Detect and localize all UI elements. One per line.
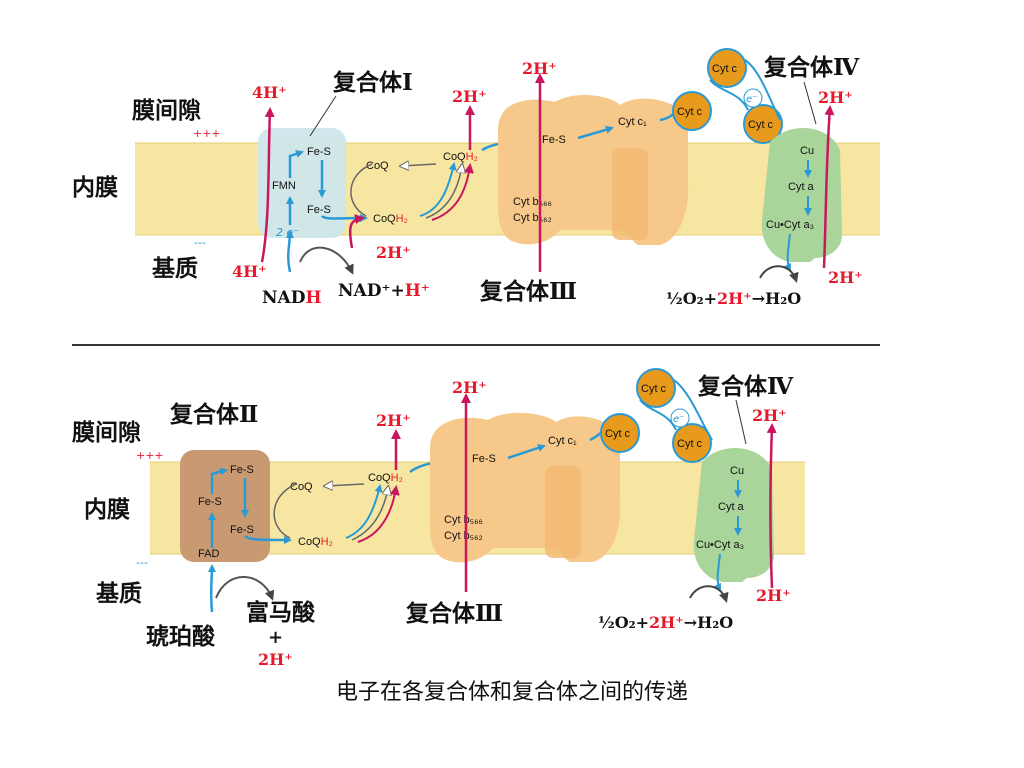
- cytc-2: Cyt c: [677, 106, 703, 118]
- c2-coqh2: CoQH₂: [298, 536, 333, 548]
- c1-fes-1: Fe-S: [307, 146, 331, 158]
- c1-coq: CoQ: [366, 160, 389, 172]
- cytc-circle-4: [636, 368, 676, 408]
- minus-charge-1: ---: [194, 236, 206, 249]
- cytc-4: Cyt c: [641, 383, 667, 395]
- c1-fes-2: Fe-S: [307, 204, 331, 216]
- c1-coqh2-top: CoQH₂: [443, 151, 478, 163]
- c2-fes-1: Fe-S: [230, 464, 254, 476]
- cytc-circle-1: [707, 48, 747, 88]
- c2-coq: CoQ: [290, 481, 313, 493]
- succinate-label: 琥珀酸: [146, 623, 216, 650]
- c2-fad: FAD: [198, 548, 219, 560]
- matrix-label-1: 基质: [152, 255, 198, 282]
- e-minus-1: e⁻: [746, 94, 757, 105]
- c2-2h-coq: 2H⁺: [376, 411, 411, 430]
- plus-charge-2: +++: [136, 449, 164, 462]
- im-label-2: 内膜: [84, 496, 130, 523]
- complex-1-label: 复合体Ⅰ: [332, 69, 413, 96]
- fumarate-label: 富马酸: [246, 599, 316, 626]
- cytc-6: Cyt c: [677, 438, 703, 450]
- c3-b562: Cyt b₅₆₂: [513, 212, 552, 224]
- c2-fes-2: Fe-S: [198, 496, 222, 508]
- c1-fmn: FMN: [272, 180, 296, 192]
- e-minus-2: e⁻: [673, 414, 684, 425]
- plus-charge-1: +++: [193, 127, 221, 140]
- water-eq-1: ½O₂+2H⁺→H₂O: [666, 289, 801, 308]
- c3-b562-2: Cyt b₅₆₂: [444, 530, 483, 542]
- complex-4-label: 复合体Ⅳ: [763, 54, 860, 81]
- coq-2h-in: 2H⁺: [376, 243, 411, 262]
- ims-label-1: 膜间隙: [132, 97, 201, 124]
- complex-2-label: 复合体Ⅱ: [169, 401, 258, 428]
- c4-cu: Cu: [800, 145, 814, 157]
- fumarate-plus: +: [268, 627, 283, 648]
- c3-cytc1: Cyt c₁: [618, 116, 647, 128]
- cytc-3: Cyt c: [748, 119, 774, 131]
- im-label-1: 内膜: [72, 174, 118, 201]
- complex-4-shape-2: [693, 448, 774, 582]
- water-eq-2: ½O₂+2H⁺→H₂O: [598, 613, 733, 632]
- matrix-label-2: 基质: [96, 580, 142, 607]
- c1-4h-bottom: 4H⁺: [232, 262, 267, 281]
- c3-fes-2: Fe-S: [472, 453, 496, 465]
- c4-2h-top: 2H⁺: [818, 88, 853, 107]
- minus-charge-2: ---: [136, 556, 148, 569]
- c1-2e: 2 e⁻: [276, 226, 299, 239]
- complex-4-label-2: 复合体Ⅳ: [697, 373, 794, 400]
- c4-cyta: Cyt a: [788, 181, 815, 193]
- cytc-5: Cyt c: [605, 428, 631, 440]
- c4-2h-bottom-2: 2H⁺: [756, 586, 791, 605]
- c1-2h-out: 2H⁺: [452, 87, 487, 106]
- complex-1-shape: [258, 128, 346, 238]
- c3-fes: Fe-S: [542, 134, 566, 146]
- complex-4-shape: [761, 128, 842, 262]
- cytc-circle-5: [600, 413, 640, 453]
- complex-3-label-2: 复合体Ⅲ: [405, 600, 503, 627]
- complex-2-shape: [180, 450, 270, 562]
- c3-b566-2: Cyt b₅₆₆: [444, 514, 483, 526]
- c3-cytc1-2: Cyt c₁: [548, 435, 577, 447]
- cytc-1: Cyt c: [712, 63, 738, 75]
- c3-b566: Cyt b₅₆₆: [513, 196, 552, 208]
- c4-cua3-2: Cu•Cyt a₃: [696, 539, 744, 551]
- panel-1: 膜间隙 +++ 内膜 --- 基质 复合体Ⅰ Fe-S FMN Fe-S 2 e…: [70, 48, 882, 330]
- c1-4h-top: 4H⁺: [252, 83, 287, 102]
- c2-fes-3: Fe-S: [230, 524, 254, 536]
- c4-cua3: Cu•Cyt a₃: [766, 219, 814, 231]
- c1-coqh2: CoQH₂: [373, 213, 408, 225]
- cytc-circle-3: [743, 104, 783, 144]
- c4-cyta-2: Cyt a: [718, 501, 745, 513]
- nadh-label: NADH: [262, 288, 322, 308]
- cytc-circle-6: [672, 423, 712, 463]
- fumarate-2h: 2H⁺: [258, 650, 293, 669]
- c4-cu-2: Cu: [730, 465, 744, 477]
- c3-2h-2: 2H⁺: [452, 378, 487, 397]
- complex-3-label: 复合体Ⅲ: [479, 278, 577, 305]
- panel-2: 膜间隙 +++ 内膜 --- 基质 复合体Ⅱ Fe-S Fe-S Fe-S FA…: [72, 368, 805, 669]
- figure-caption: 电子在各复合体和复合体之间的传递: [335, 680, 688, 705]
- c3-2h: 2H⁺: [522, 59, 557, 78]
- c4-2h-top-2: 2H⁺: [752, 406, 787, 425]
- nadplus-label: NAD⁺+H⁺: [338, 281, 430, 301]
- c4-2h-bottom: 2H⁺: [828, 268, 863, 287]
- c2-coqh2-top: CoQH₂: [368, 472, 403, 484]
- ims-label-2: 膜间隙: [72, 419, 141, 446]
- cytc-circle-2: [672, 91, 712, 131]
